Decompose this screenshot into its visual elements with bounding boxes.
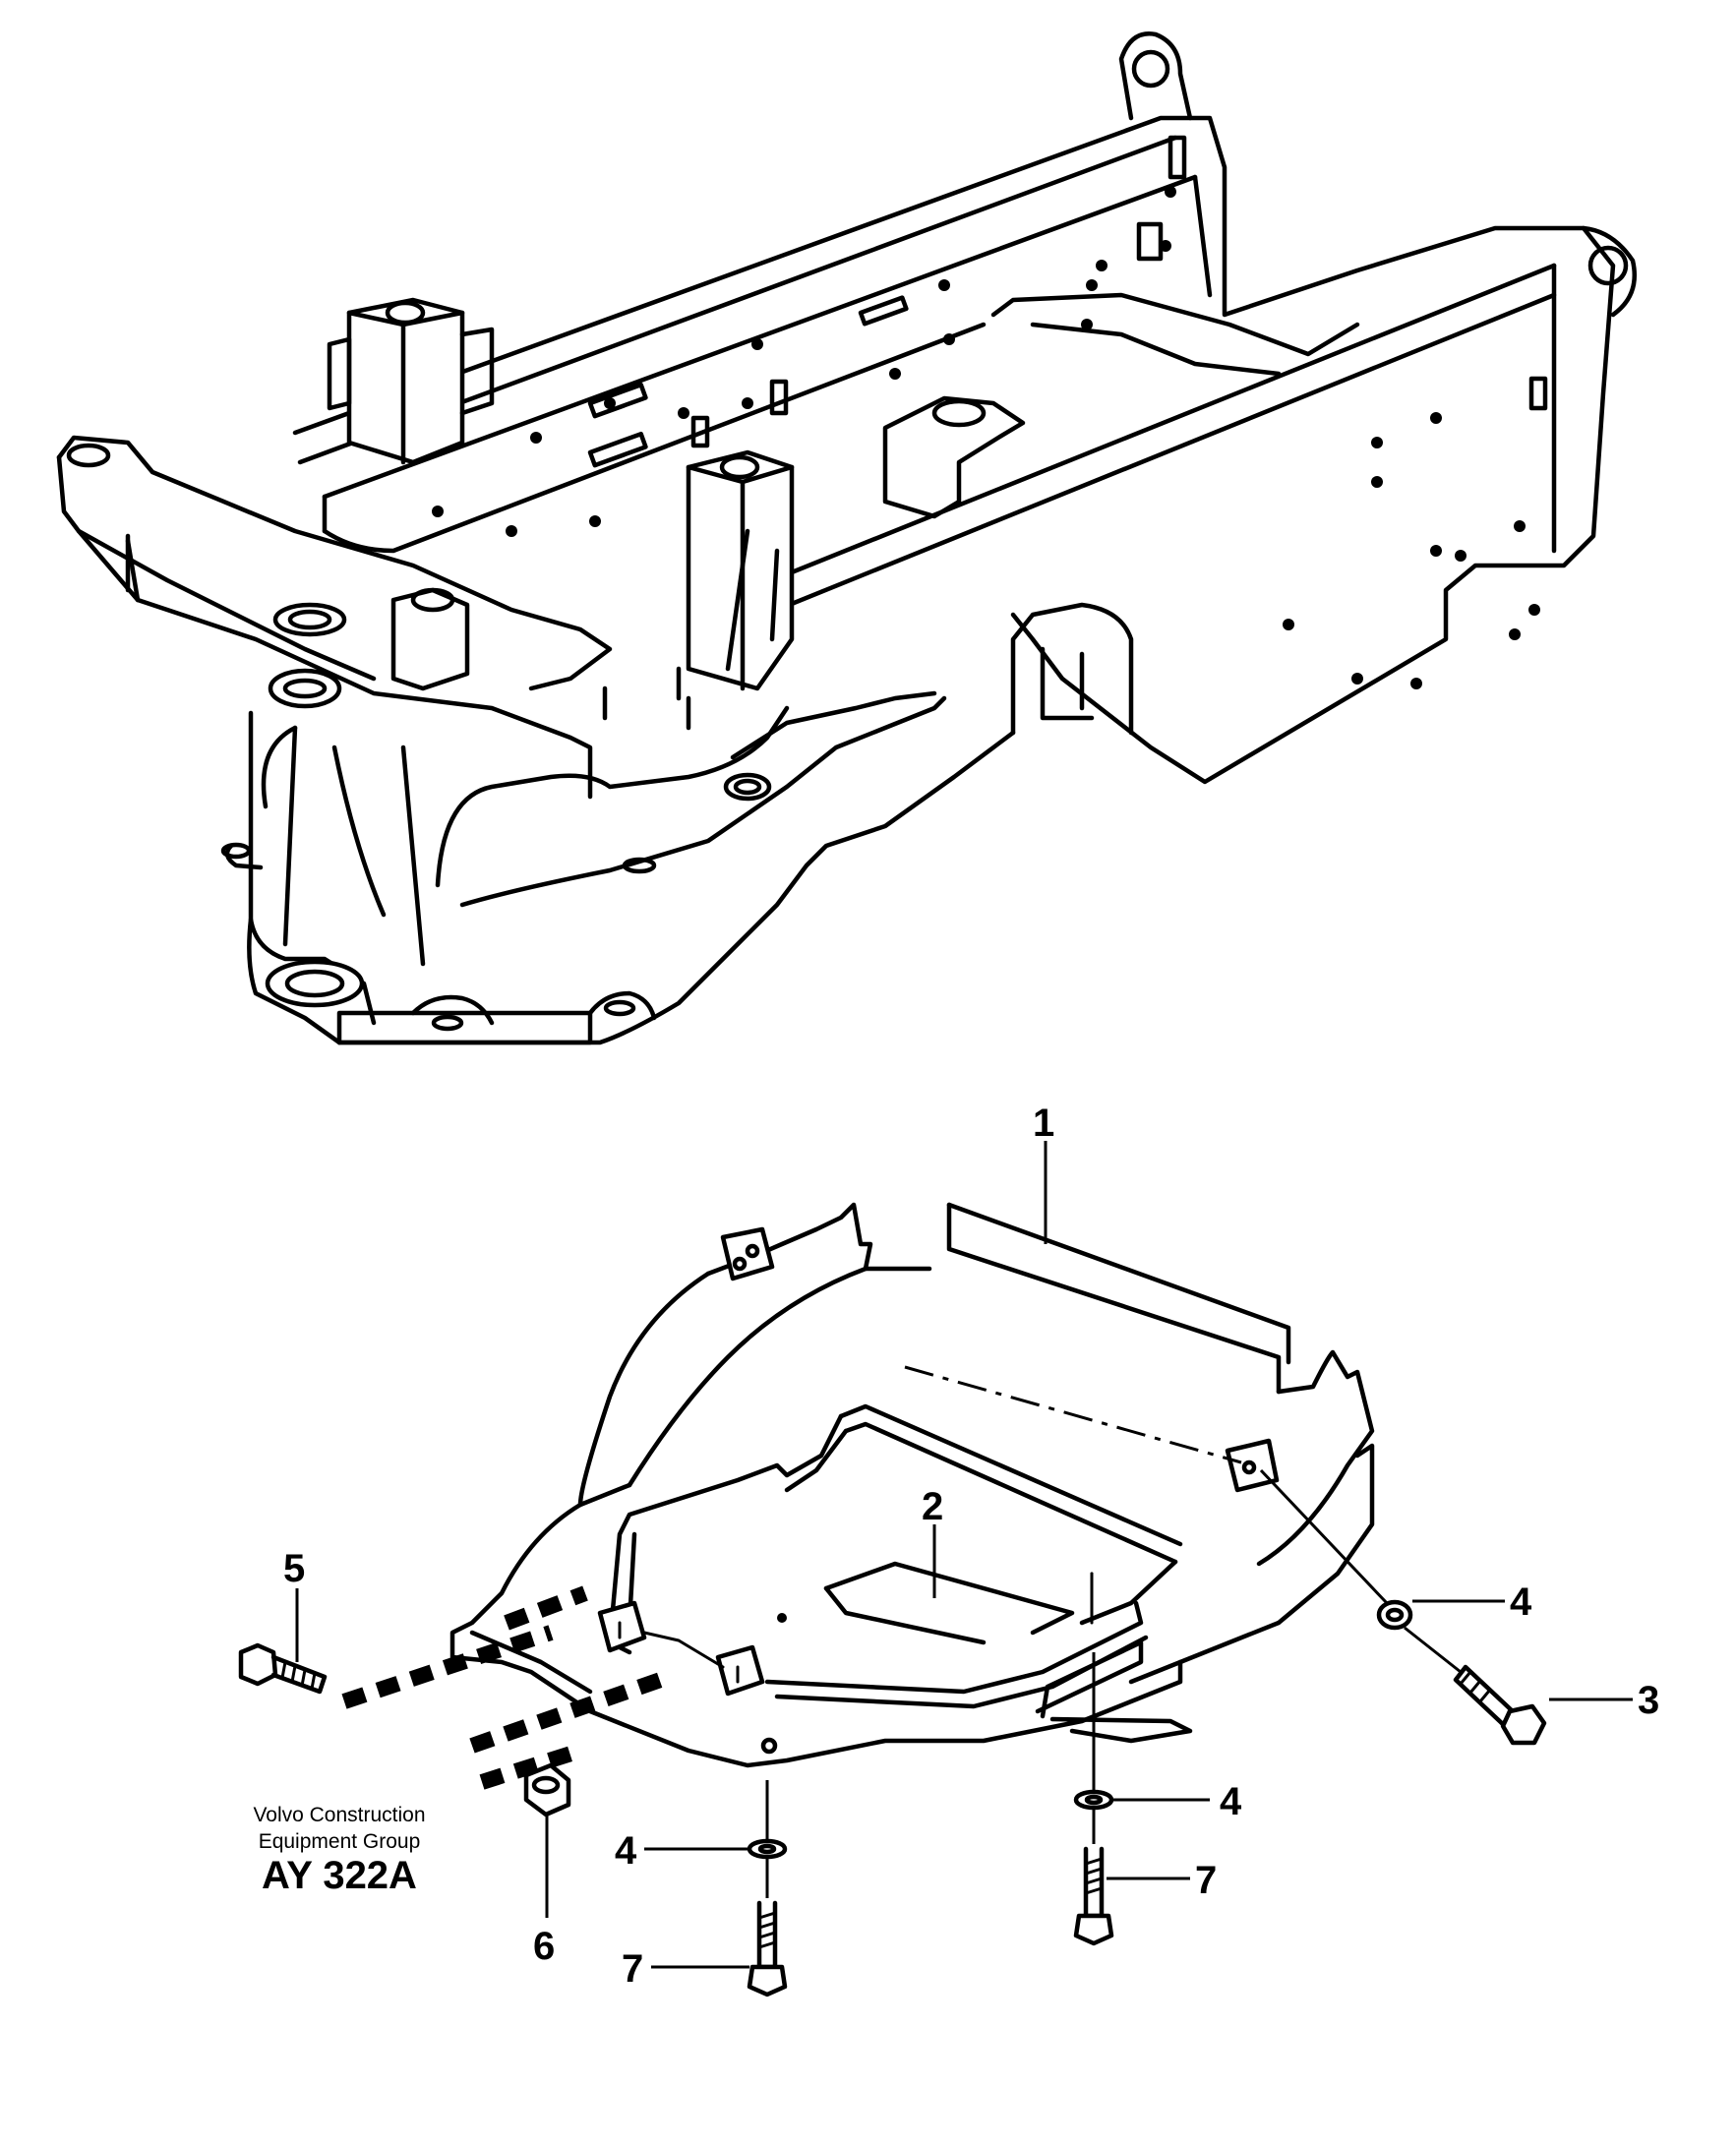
callout-4-left: 4: [615, 1829, 637, 1873]
callout-4-right: 4: [1510, 1580, 1532, 1624]
callout-7-right: 7: [1195, 1859, 1217, 1902]
washer-part-4-left: [747, 1838, 788, 1860]
inner-plate-part-2: [777, 1561, 1075, 1645]
bolt-part-7-left: [747, 1900, 788, 1997]
front-frame-assembly: [56, 31, 1638, 1045]
callout-2: 2: [922, 1485, 943, 1528]
callout-3: 3: [1638, 1679, 1659, 1722]
callout-6: 6: [533, 1925, 555, 1968]
bolt-part-3: [1453, 1664, 1547, 1746]
callout-leaders: [295, 1141, 1633, 1969]
callout-7-left: 7: [622, 1947, 643, 1991]
alignment-lines: [341, 1468, 1462, 1898]
bolt-part-5: [238, 1642, 328, 1695]
callout-labels: 1 2 3 4 4 4 5 6 7 7: [283, 1102, 1659, 1991]
skid-plate-part-1: [449, 1202, 1375, 1768]
bolt-part-7-right: [1073, 1846, 1114, 1946]
callout-1: 1: [1033, 1102, 1054, 1145]
callout-5: 5: [283, 1547, 305, 1590]
credit-line-1: Volvo Construction: [253, 1804, 426, 1826]
callout-4-centre: 4: [1220, 1780, 1242, 1823]
nut-part-6: [523, 1762, 571, 1817]
washer-part-4-right: [1376, 1599, 1413, 1631]
publisher-credit: Volvo Construction Equipment Group: [221, 1802, 457, 1855]
frame-bolt-holes: [432, 186, 1540, 689]
illustration-code: AY 322A: [262, 1854, 417, 1897]
credit-line-2: Equipment Group: [258, 1830, 421, 1853]
washer-part-4-centre: [1073, 1789, 1114, 1811]
